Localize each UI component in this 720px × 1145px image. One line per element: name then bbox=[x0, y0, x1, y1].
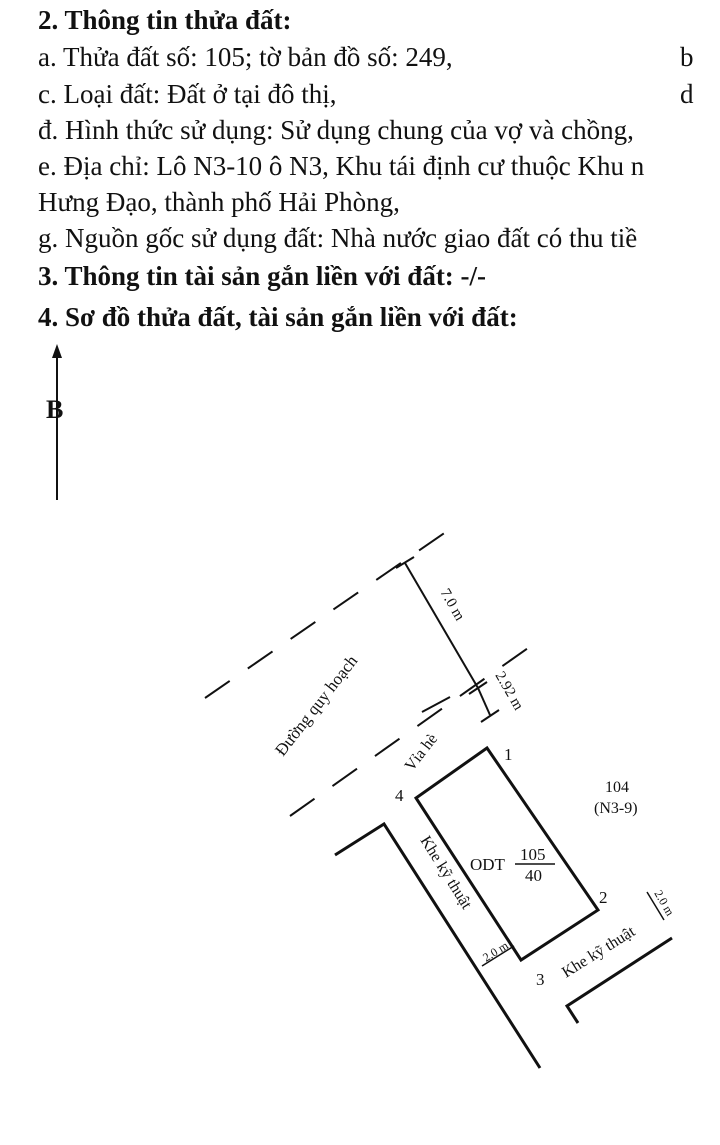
section-3-heading: 3. Thông tin tài sản gắn liền với đất: -… bbox=[38, 261, 487, 291]
section-2-heading: 2. Thông tin thửa đất: bbox=[38, 5, 292, 35]
section-4-heading: 4. Sơ đồ thửa đất, tài sản gắn liền với … bbox=[38, 302, 518, 332]
parcel-area-label: 40 bbox=[525, 866, 542, 885]
bottom-gap-label: Khe kỹ thuật bbox=[559, 923, 639, 982]
origin-line: g. Nguồn gốc sử dụng đất: Nhà nước giao … bbox=[38, 223, 638, 253]
land-type-line: c. Loại đất: Đất ở tại đô thị, bbox=[38, 79, 337, 109]
sidewalk-label: Vỉa hè bbox=[402, 731, 441, 775]
land-type-line-cut: d bbox=[680, 79, 694, 109]
address-line-1: e. Địa chỉ: Lô N3-10 ô N3, Khu tái định … bbox=[38, 151, 645, 181]
usage-form-line: đ. Hình thức sử dụng: Sử dụng chung của … bbox=[38, 115, 634, 145]
north-arrow: B bbox=[46, 344, 63, 500]
sidewalk-width-label: 2.92 m bbox=[492, 669, 527, 713]
bottom-gap-width-label: 2.0 m bbox=[651, 888, 677, 919]
bottom-gap-boundary bbox=[564, 936, 673, 1024]
sidewalk-dimension-line bbox=[477, 687, 491, 716]
left-gap-boundary bbox=[334, 821, 542, 1069]
left-gap-dimension bbox=[481, 945, 515, 967]
road-dimension-line bbox=[404, 562, 479, 689]
parcel-number-label: 105 bbox=[520, 845, 546, 864]
road-label: Đường quy hoạch bbox=[271, 651, 361, 759]
road-dashed-line-lower bbox=[289, 647, 529, 817]
land-code-label: ODT bbox=[470, 855, 506, 874]
neighbor-code-label: (N3-9) bbox=[594, 800, 638, 817]
left-gap-width-label: 2.0 m bbox=[480, 938, 511, 965]
address-line-2: Hưng Đạo, thành phố Hải Phòng, bbox=[38, 187, 400, 217]
parcel-105-boundary bbox=[413, 745, 601, 963]
corner-2-label: 2 bbox=[599, 888, 608, 907]
corner-1-label: 1 bbox=[504, 745, 513, 764]
neighbor-number-label: 104 bbox=[605, 779, 629, 796]
parcel-number-line-cut: b bbox=[680, 42, 694, 72]
road-width-label: 7.0 m bbox=[437, 586, 468, 624]
corner-3-label: 3 bbox=[536, 970, 545, 989]
north-label: B bbox=[46, 395, 63, 424]
bottom-gap-dimension bbox=[646, 891, 665, 921]
corner-4-label: 4 bbox=[395, 786, 404, 805]
parcel-number-line: a. Thửa đất số: 105; tờ bản đồ số: 249, bbox=[38, 42, 453, 72]
